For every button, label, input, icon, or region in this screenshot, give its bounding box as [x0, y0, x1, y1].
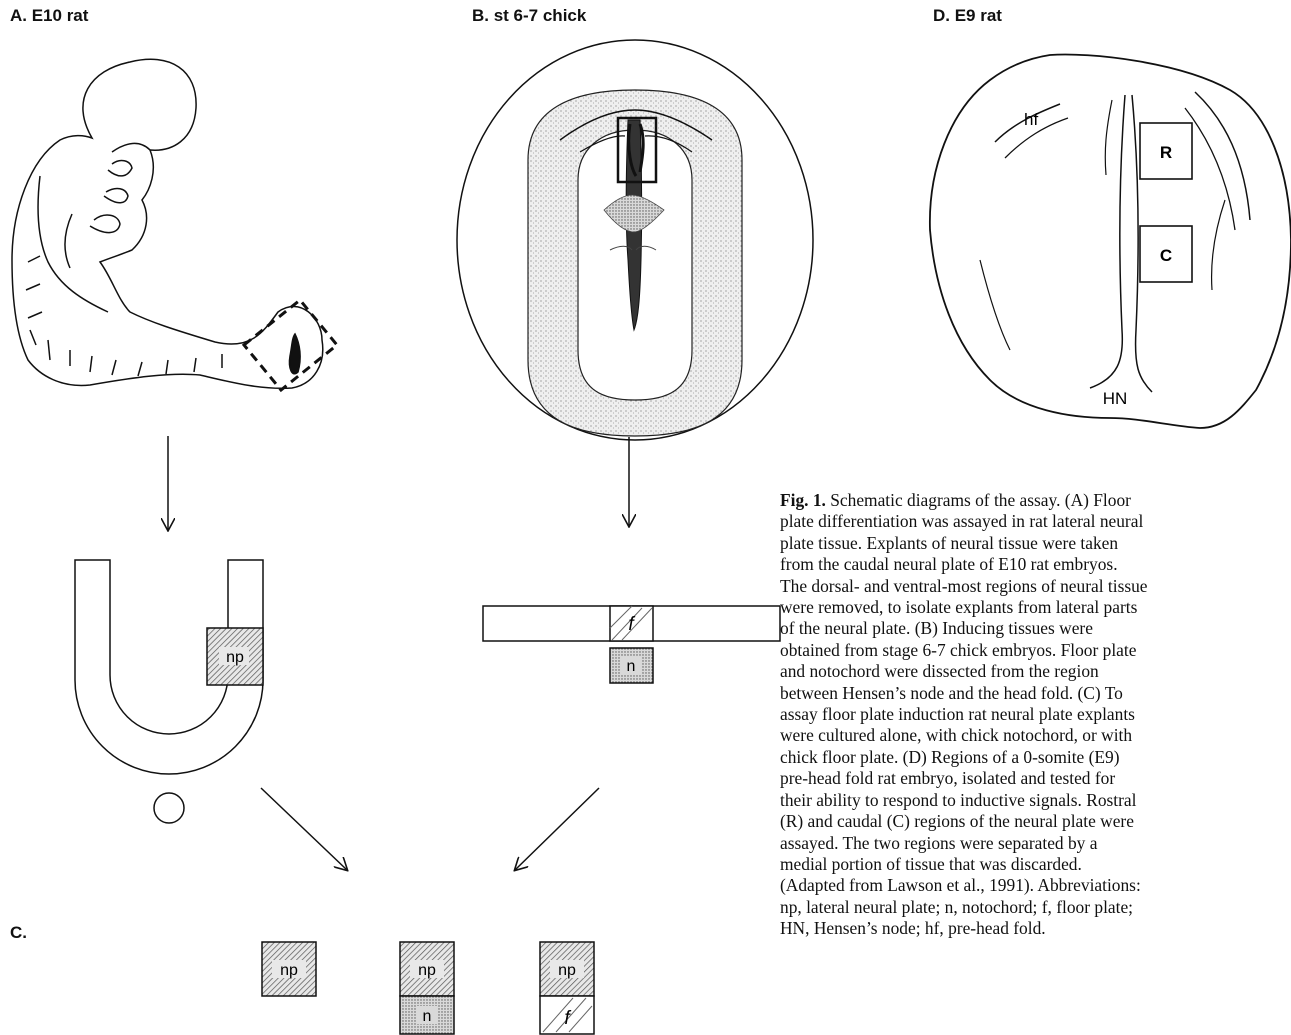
- n-label-b: n: [627, 658, 636, 675]
- caption-line: (R) and caudal (C) regions of the neural…: [780, 811, 1291, 832]
- caption-line: (Adapted from Lawson et al., 1991). Abbr…: [780, 875, 1291, 896]
- np-label-a: np: [226, 649, 244, 666]
- caption-line: The dorsal- and ventral-most regions of …: [780, 576, 1291, 597]
- caption-line: Fig. 1. Schematic diagrams of the assay.…: [780, 490, 1291, 511]
- caption-line: obtained from stage 6-7 chick embryos. F…: [780, 640, 1291, 661]
- caption-line: chick floor plate. (D) Regions of a 0-so…: [780, 747, 1291, 768]
- hn-label: HN: [1103, 389, 1128, 408]
- hf-label: hf: [1024, 110, 1038, 129]
- culture-np-alone: np: [262, 942, 316, 996]
- caption-line: assay floor plate induction rat neural p…: [780, 704, 1291, 725]
- figure-caption: Fig. 1. Schematic diagrams of the assay.…: [780, 490, 1291, 1035]
- arrow-b-to-c: [515, 788, 599, 870]
- np-label-c3: np: [558, 962, 576, 979]
- caption-line: np, lateral neural plate; n, notochord; …: [780, 897, 1291, 918]
- np-label-c1: np: [280, 962, 298, 979]
- caption-line: and notochord were dissected from the re…: [780, 661, 1291, 682]
- e10-rat-embryo-drawing: [12, 59, 323, 388]
- caption-line: plate tissue. Explants of neural tissue …: [780, 533, 1291, 554]
- rostral-label: R: [1160, 143, 1172, 162]
- caption-line: medial portion of tissue that was discar…: [780, 854, 1291, 875]
- caption-line: were cultured alone, with chick notochor…: [780, 725, 1291, 746]
- culture-np-with-notochord: np n: [400, 942, 454, 1034]
- caption-line: were removed, to isolate explants from l…: [780, 597, 1291, 618]
- caption-line: pre-head fold rat embryo, isolated and t…: [780, 768, 1291, 789]
- arrow-a-to-c: [261, 788, 347, 870]
- caption-line: plate differentiation was assayed in rat…: [780, 511, 1291, 532]
- caption-line: their ability to respond to inductive si…: [780, 790, 1291, 811]
- caption-line: HN, Hensen’s node; hf, pre-head fold.: [780, 918, 1291, 939]
- caption-line: between Hensen’s node and the head fold.…: [780, 683, 1291, 704]
- notochord-circle: [154, 793, 184, 823]
- np-label-c2: np: [418, 962, 436, 979]
- caption-line: from the caudal neural plate of E10 rat …: [780, 554, 1291, 575]
- n-label-c2: n: [423, 1008, 432, 1025]
- culture-np-with-floor-plate: np f: [540, 942, 594, 1034]
- caudal-label: C: [1160, 246, 1172, 265]
- caption-label: Fig. 1.: [780, 490, 826, 510]
- caption-line: assayed. The two regions were separated …: [780, 833, 1291, 854]
- caption-line: of the neural plate. (B) Inducing tissue…: [780, 618, 1291, 639]
